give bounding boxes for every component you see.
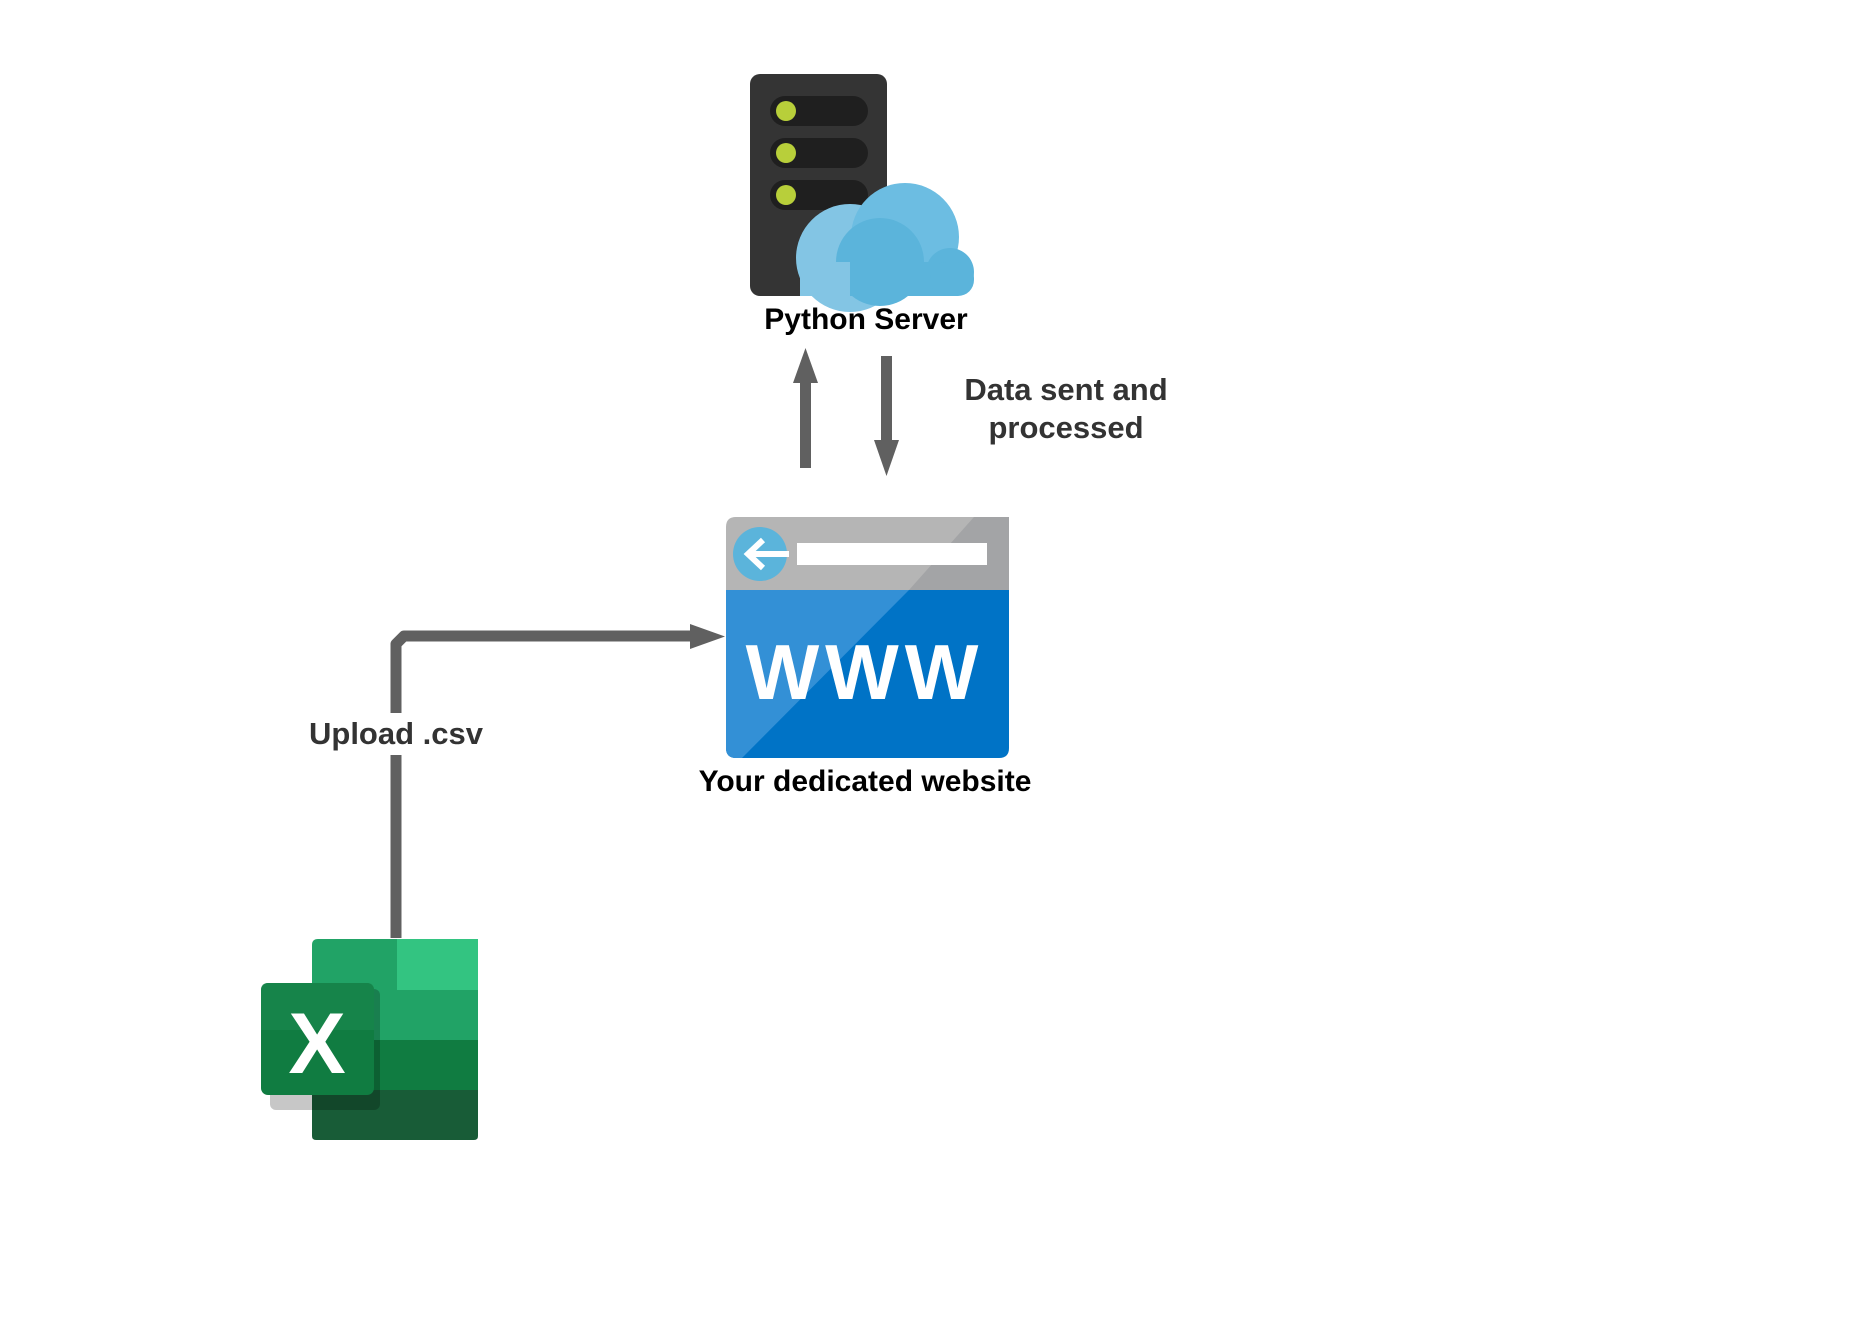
upload-connector [390,624,725,938]
server-cloud-icon [750,74,974,312]
browser-window-icon [726,517,1009,758]
server-label: Python Server [764,303,968,336]
upload-label: Upload .csv [309,716,484,751]
arrow-to-website [874,356,899,476]
data-processed-label-line1: Data sent and [964,372,1167,407]
excel-icon [261,939,478,1140]
excel-letter: X [288,996,345,1092]
website-label: Your dedicated website [699,765,1032,798]
arrow-to-server [793,348,818,468]
data-processed-label-line2: processed [988,410,1143,445]
www-text: WWW [746,628,985,716]
address-bar [797,543,987,565]
back-arrow-icon [743,537,789,571]
